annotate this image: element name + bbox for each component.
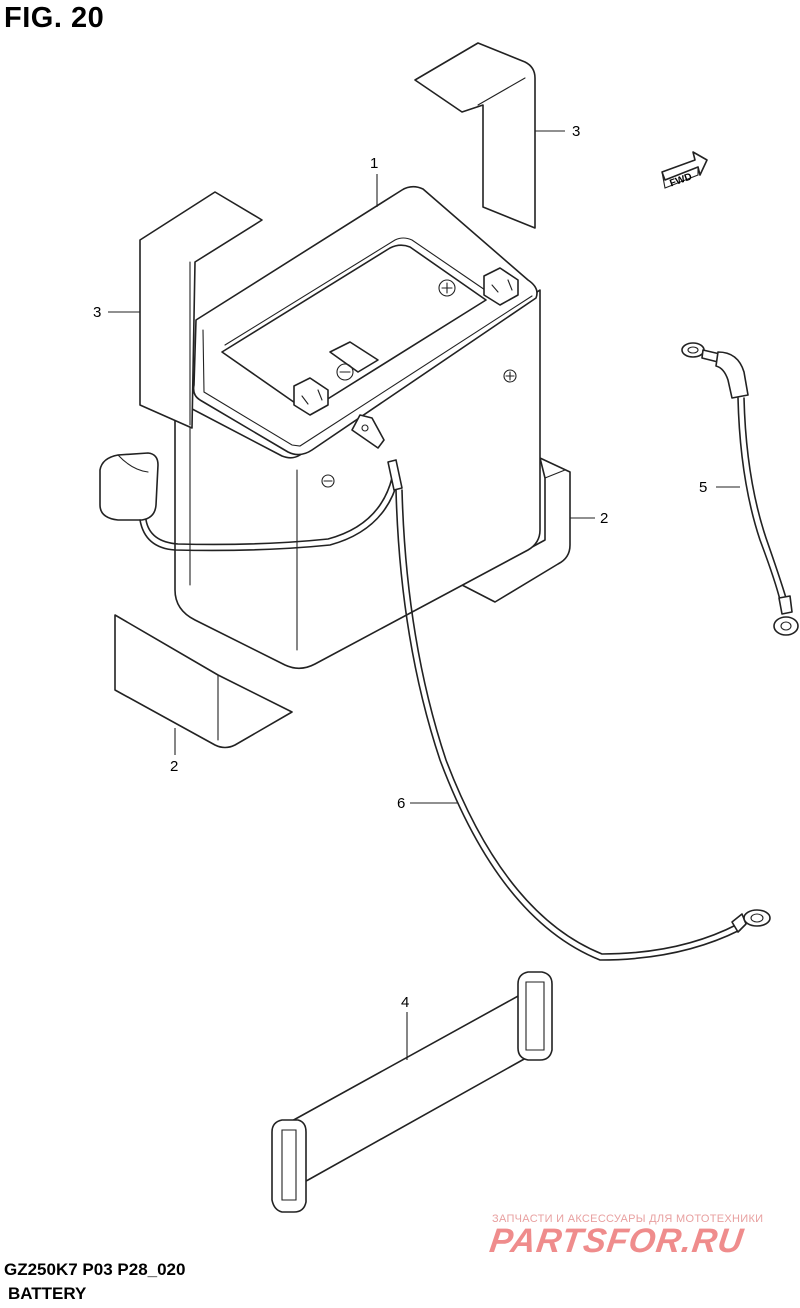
section-name: BATTERY [8, 1284, 87, 1303]
battery-bracket-left [114, 614, 293, 749]
callout-part-4: 4 [401, 994, 409, 1011]
forward-direction-arrow [661, 151, 708, 189]
watermark-logo: PARTSFOR.RU [487, 1222, 747, 1260]
callout-part-3-left: 3 [93, 304, 101, 321]
battery-body [174, 185, 541, 670]
model-code: GZ250K7 P03 P28_020 [4, 1260, 186, 1279]
callout-part-2-left: 2 [170, 758, 178, 775]
callout-part-6: 6 [397, 795, 405, 812]
callout-part-2-right: 2 [600, 510, 608, 527]
callout-part-3-right: 3 [572, 123, 580, 140]
leader-lines [108, 130, 740, 1060]
positive-battery-cable [681, 342, 799, 636]
vent-tube [99, 452, 399, 552]
callout-part-5: 5 [699, 479, 707, 496]
watermark-tagline: ЗАПЧАСТИ И АКСЕССУАРЫ ДЛЯ МОТОТЕХНИКИ [492, 1213, 764, 1225]
negative-battery-cable [351, 414, 771, 961]
battery-pad-upper-left [139, 191, 263, 429]
battery-strap [271, 971, 553, 1213]
battery-pad-upper-right [414, 42, 536, 229]
figure-title: FIG. 20 [4, 2, 105, 34]
callout-part-1: 1 [370, 155, 378, 172]
